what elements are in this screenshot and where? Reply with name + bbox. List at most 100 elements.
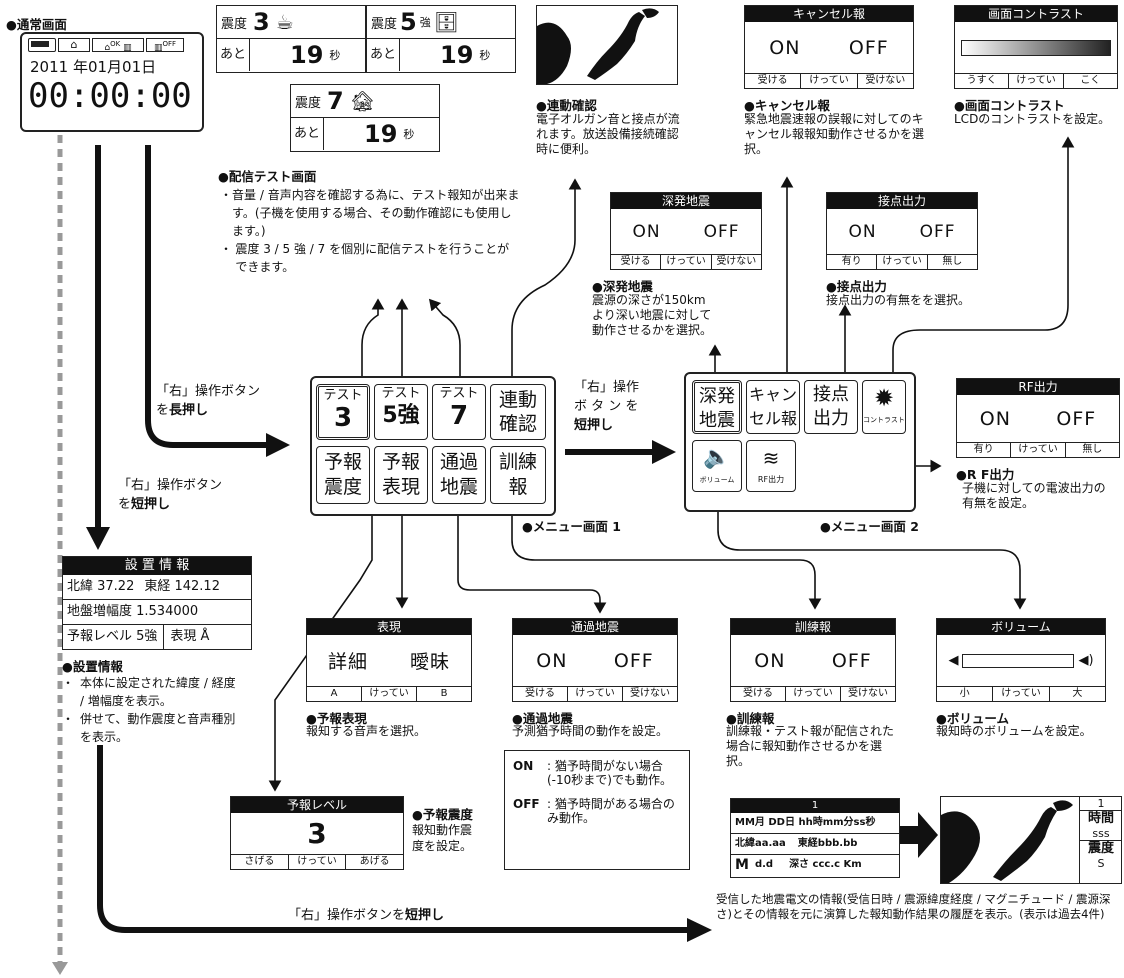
lighter-option[interactable]: うすく bbox=[955, 74, 1010, 89]
off-option[interactable]: OFF bbox=[703, 221, 740, 242]
contrast-button[interactable]: ✹コントラスト bbox=[862, 380, 906, 434]
off-option[interactable]: OFF bbox=[831, 649, 872, 672]
confirm-option[interactable]: けってい bbox=[877, 255, 928, 270]
confirm-option[interactable]: けってい bbox=[993, 687, 1050, 702]
no-option[interactable]: 無し bbox=[1082, 444, 1103, 455]
history-side-num: 1 bbox=[1097, 797, 1105, 810]
contrast-screen: 画面コントラスト うすくけっていこく bbox=[954, 5, 1118, 89]
forecast-expression-button[interactable]: 予報表現 bbox=[374, 446, 428, 504]
on-option[interactable]: ON bbox=[754, 649, 786, 672]
loud-option[interactable]: 大 bbox=[1072, 688, 1083, 699]
forecast-level-screen: 予報レベル 3 さげるけっていあげる bbox=[230, 796, 404, 870]
status-off-icon: ▥OFF bbox=[146, 38, 184, 53]
off-option[interactable]: OFF bbox=[1056, 407, 1097, 430]
a-option[interactable]: A bbox=[307, 687, 362, 702]
confirm-option[interactable]: けってい bbox=[801, 74, 858, 89]
normal-time: 00:00:00 bbox=[28, 76, 192, 116]
quiet-option[interactable]: 小 bbox=[937, 687, 994, 702]
b-option[interactable]: B bbox=[440, 688, 448, 699]
rf-output-title: ●R F出力 bbox=[956, 467, 1015, 482]
volume-button[interactable]: 🔈ボリューム bbox=[692, 440, 742, 492]
lower-option[interactable]: さげる bbox=[231, 855, 289, 870]
accept-option[interactable]: 受ける bbox=[731, 687, 786, 702]
off-option[interactable]: OFF bbox=[919, 221, 956, 242]
menu-screen-1-label: ●メニュー画面 1 bbox=[522, 519, 621, 534]
off-option[interactable]: OFF bbox=[613, 649, 654, 672]
contrast-bar[interactable] bbox=[961, 39, 1111, 56]
confirm-option[interactable]: けってい bbox=[661, 255, 712, 270]
reject-option[interactable]: 受けない bbox=[716, 256, 757, 267]
forecast-level-value[interactable]: 3 bbox=[307, 817, 327, 850]
history-latitude: 北緯aa.aa bbox=[735, 838, 786, 849]
confirm-option[interactable]: けってい bbox=[289, 855, 347, 870]
confirm-option[interactable]: けってい bbox=[1011, 443, 1066, 458]
off-option[interactable]: OFF bbox=[848, 36, 889, 59]
contact-output-desc: 接点出力の有無をを選択。 bbox=[826, 293, 971, 307]
renko-desc: 電子オルガン音と接点が流れます。放送設備接続確認時に便利。 bbox=[536, 112, 680, 156]
contact-output-title: ●接点出力 bbox=[826, 279, 887, 294]
renko-map-screen bbox=[536, 5, 678, 85]
test-screen-5: 震度 5 強 🗄 あと 19 秒 bbox=[366, 5, 516, 73]
cancel-desc: 緊急地震速報の誤報に対してのキャンセル報報知動作させるかを選択。 bbox=[744, 112, 925, 156]
menu-short-press-label: 「右」操作 ボ タ ン を 短押し bbox=[574, 380, 640, 433]
shindo-label: 震度 bbox=[295, 95, 322, 111]
passing-quake-desc: 予測猶予時間の動作を設定。 bbox=[512, 724, 669, 738]
on-option[interactable]: ON bbox=[536, 649, 568, 672]
raise-option[interactable]: あげる bbox=[359, 856, 390, 867]
detailed-option[interactable]: 詳細 bbox=[327, 651, 368, 673]
ato-label: あと bbox=[217, 39, 250, 71]
reject-option[interactable]: 受けない bbox=[865, 75, 906, 86]
yes-option[interactable]: 有り bbox=[957, 443, 1012, 458]
forecast-shindo-title: ●予報震度 bbox=[412, 807, 473, 822]
accept-option[interactable]: 受ける bbox=[611, 255, 662, 270]
bottom-short-press-label: 「右」操作ボタンを短押し bbox=[288, 908, 445, 923]
volume-slider[interactable] bbox=[962, 653, 1075, 668]
rf-output-button[interactable]: ≋RF出力 bbox=[746, 440, 796, 492]
volume-title: ●ボリューム bbox=[936, 711, 1010, 726]
renko-title: ●連動確認 bbox=[536, 98, 597, 113]
normal-screen: ⌂ ⌂OK ▥ ▥OFF 2011 年01月01日 00:00:00 bbox=[20, 32, 204, 132]
status-ok-icon: ⌂OK ▥ bbox=[92, 38, 144, 53]
accept-option[interactable]: 受ける bbox=[513, 687, 568, 702]
history-desc: 受信した地震電文の情報(受信日時 / 震源緯度経度 / マグニチュード / 震源… bbox=[716, 892, 1111, 921]
cancel-report-button[interactable]: キャンセル報 bbox=[746, 380, 800, 434]
on-option[interactable]: ON bbox=[979, 407, 1011, 430]
contact-output-button[interactable]: 接点出力 bbox=[804, 380, 858, 434]
drill-report-desc: 訓練報・テスト報が配信された場合に報知動作させるかを選択。 bbox=[726, 724, 895, 768]
test-screen-3: 震度 3 ☕ あと 19 秒 bbox=[216, 5, 366, 73]
passing-quake-button[interactable]: 通過地震 bbox=[432, 446, 486, 504]
accept-option[interactable]: 受ける bbox=[745, 74, 802, 89]
forecast-shindo-button[interactable]: 予報震度 bbox=[316, 446, 370, 504]
darker-option[interactable]: こく bbox=[1080, 75, 1101, 86]
deep-quake-button[interactable]: 深発地震 bbox=[692, 380, 742, 434]
on-option[interactable]: ON bbox=[632, 221, 661, 242]
contrast-desc: LCDのコントラストを設定。 bbox=[954, 112, 1111, 126]
yes-option[interactable]: 有り bbox=[827, 255, 878, 270]
confirm-option[interactable]: けってい bbox=[568, 687, 623, 702]
reject-option[interactable]: 受けない bbox=[848, 688, 888, 699]
wireless-icon: ≋ bbox=[762, 446, 780, 470]
confirm-option[interactable]: けってい bbox=[786, 687, 841, 702]
renko-confirm-button[interactable]: 連動確認 bbox=[490, 384, 546, 440]
confirm-option[interactable]: けってい bbox=[362, 687, 417, 702]
on-option[interactable]: ON bbox=[848, 221, 877, 242]
deep-quake-title: ●深発地震 bbox=[592, 279, 653, 294]
delivery-test-title: ●配信テスト画面 bbox=[218, 169, 317, 184]
no-option[interactable]: 無し bbox=[942, 256, 963, 267]
reject-option[interactable]: 受けない bbox=[630, 688, 670, 699]
expression-header: 表現 bbox=[307, 619, 471, 635]
drill-report-button[interactable]: 訓練報 bbox=[490, 446, 546, 504]
on-option[interactable]: ON bbox=[769, 36, 801, 59]
forecast-level: 予報レベル 5強 bbox=[67, 625, 165, 649]
confirm-option[interactable]: けってい bbox=[1009, 74, 1064, 89]
vague-option[interactable]: 曖昧 bbox=[409, 651, 450, 673]
left-short-press-label: 「右」操作ボタン を短押し bbox=[118, 478, 223, 512]
